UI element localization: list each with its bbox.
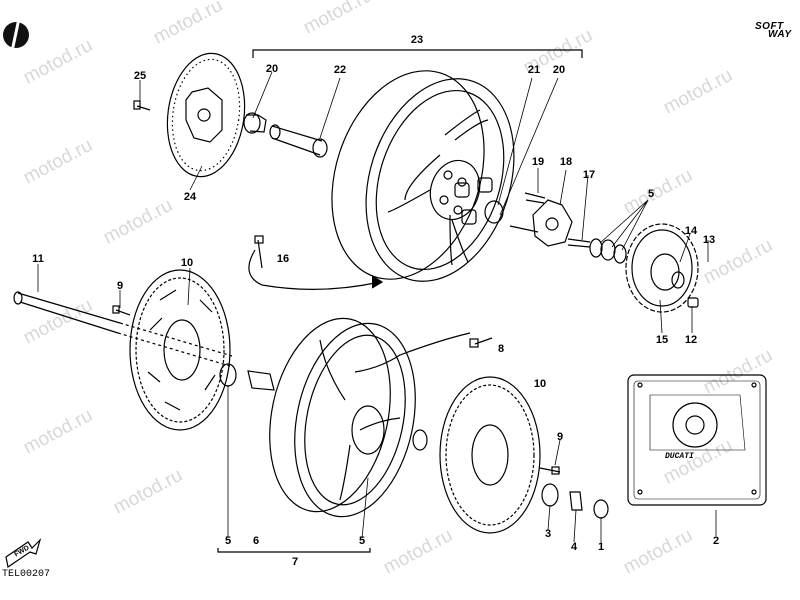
rear-sprocket <box>625 223 699 313</box>
front-wheel <box>269 317 416 518</box>
brand-line-1: SOFT <box>755 21 784 32</box>
callout-16: 16 <box>276 253 290 265</box>
callout-9: 9 <box>556 431 564 443</box>
callout-3: 3 <box>544 528 552 540</box>
callout-22: 22 <box>333 64 347 76</box>
arrowhead <box>371 275 384 289</box>
screw-25 <box>133 100 151 111</box>
callout-11: 11 <box>32 253 44 265</box>
callout-20: 20 <box>552 64 566 76</box>
cush-drive-parts <box>454 177 591 248</box>
rear-brake-disc <box>166 52 246 178</box>
screw-8 <box>469 337 493 348</box>
callout-8: 8 <box>497 343 505 355</box>
leader-lines <box>37 71 717 543</box>
plate-text: DUCATI <box>665 452 694 461</box>
logo-mark <box>3 21 29 48</box>
leader-curve-16 <box>248 249 381 290</box>
callout-10: 10 <box>533 378 547 390</box>
callout-19: 19 <box>531 156 545 168</box>
callout-5: 5 <box>358 535 366 547</box>
callout-7: 7 <box>291 556 299 568</box>
callout-4: 4 <box>570 541 578 553</box>
screw-9-left <box>112 305 131 316</box>
callout-23: 23 <box>410 34 424 46</box>
rear-wheel <box>331 70 515 282</box>
callout-14: 14 <box>684 225 698 237</box>
callout-5: 5 <box>224 535 232 547</box>
callout-10: 10 <box>180 257 194 269</box>
callout-5: 5 <box>647 188 655 200</box>
callout-24: 24 <box>183 191 197 203</box>
callout-18: 18 <box>559 156 573 168</box>
callout-15: 15 <box>655 334 669 346</box>
rear-bearings <box>589 238 627 264</box>
drawing-code: TEL00207 <box>2 569 51 580</box>
callout-9: 9 <box>116 280 124 292</box>
callout-1: 1 <box>597 541 605 553</box>
callout-12: 12 <box>684 334 698 346</box>
callout-6: 6 <box>252 535 260 547</box>
callout-17: 17 <box>582 169 596 181</box>
front-left-brake-disc <box>129 269 231 431</box>
screw-16 <box>254 235 264 269</box>
front-right-brake-disc <box>412 376 541 534</box>
leader-curve-8 <box>354 332 471 373</box>
callout-13: 13 <box>702 234 716 246</box>
brand-line-2: WAY <box>768 29 792 40</box>
bracket-23 <box>252 49 583 58</box>
rear-spacer-axle <box>243 112 328 158</box>
bracket-7 <box>217 548 371 553</box>
callout-21: 21 <box>527 64 541 76</box>
callout-2: 2 <box>712 535 720 547</box>
callout-20: 20 <box>265 63 279 75</box>
fwd-arrow-icon <box>5 537 42 569</box>
front-right-hardware <box>539 466 609 519</box>
inset-plate <box>627 374 767 506</box>
callout-25: 25 <box>133 70 147 82</box>
